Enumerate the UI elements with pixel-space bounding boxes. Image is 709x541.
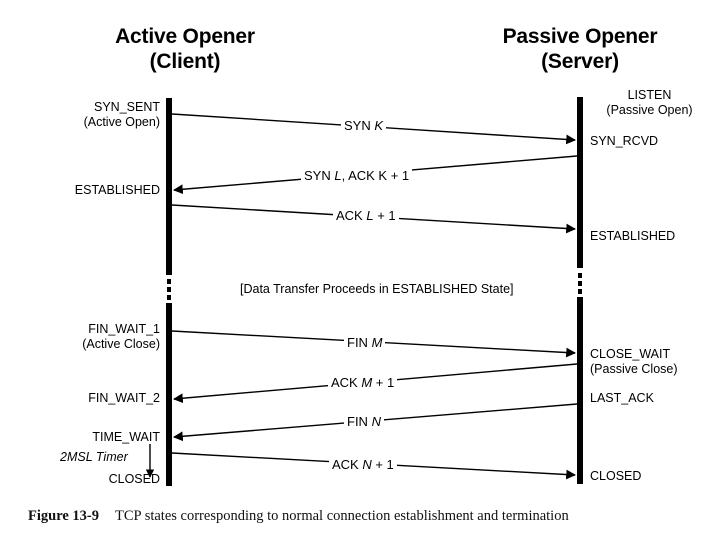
message-label-syn-k: SYN K [341, 118, 387, 133]
message-label-syn-l-ack-k: SYN L, ACK K + 1 [301, 168, 413, 183]
client-state-closed: CLOSED [108, 472, 160, 486]
message-text-prefix: ACK [331, 375, 362, 390]
server-state-close-wait: CLOSE_WAIT (Passive Close) [590, 347, 678, 376]
message-text-var: L [334, 168, 342, 183]
column-header-server: Passive Opener (Server) [502, 25, 658, 73]
message-text-prefix: FIN [347, 335, 372, 350]
message-label-fin-n: FIN N [344, 414, 384, 429]
message-text-suffix: , ACK K + 1 [341, 168, 410, 183]
message-text-prefix: ACK [336, 208, 367, 223]
message-text-var: K [374, 118, 384, 133]
message-text-prefix: ACK [332, 457, 363, 472]
message-text-prefix: SYN [304, 168, 335, 183]
message-label-fin-m: FIN M [344, 335, 386, 350]
figure-caption-number: Figure 13-9 [28, 508, 100, 524]
message-text-prefix: FIN [347, 414, 372, 429]
server-state-last-ack: LAST_ACK [590, 391, 654, 405]
message-text-var: L [366, 208, 374, 223]
client-timeline [166, 98, 172, 486]
message-text-var: M [371, 335, 383, 350]
client-state-time-wait: TIME_WAIT [92, 430, 160, 444]
data-transfer-note: [Data Transfer Proceeds in ESTABLISHED S… [240, 282, 514, 296]
figure-caption-text: TCP states corresponding to normal conne… [115, 508, 569, 524]
figure-caption: Figure 13-9 TCP states corresponding to n… [28, 508, 569, 525]
message-text-var: N [371, 414, 381, 429]
server-state-established: ESTABLISHED [590, 229, 676, 243]
msl-timer-label: 2MSL Timer [60, 450, 128, 464]
client-state-fin-wait-2: FIN_WAIT_2 [88, 391, 160, 405]
server-state-syn-rcvd: SYN_RCVD [590, 134, 659, 148]
client-state-established: ESTABLISHED [74, 183, 160, 197]
column-header-client: Active Opener (Client) [115, 25, 255, 73]
message-text-var: M [361, 375, 373, 390]
message-text-var: N [362, 457, 372, 472]
message-text-suffix: + 1 [372, 375, 395, 390]
client-state-syn-sent: SYN_SENT (Active Open) [83, 100, 160, 129]
message-label-ack-l: ACK L + 1 [333, 208, 399, 223]
server-state-listen: LISTEN (Passive Open) [606, 88, 693, 117]
server-state-closed: CLOSED [590, 469, 642, 483]
message-text-prefix: SYN [344, 118, 375, 133]
message-text-suffix: + 1 [373, 208, 396, 223]
server-timeline [577, 97, 583, 484]
client-state-fin-wait-1: FIN_WAIT_1 (Active Close) [82, 322, 160, 351]
message-text-suffix: + 1 [371, 457, 394, 472]
message-label-ack-m: ACK M + 1 [328, 375, 398, 390]
message-label-ack-n: ACK N + 1 [329, 457, 397, 472]
